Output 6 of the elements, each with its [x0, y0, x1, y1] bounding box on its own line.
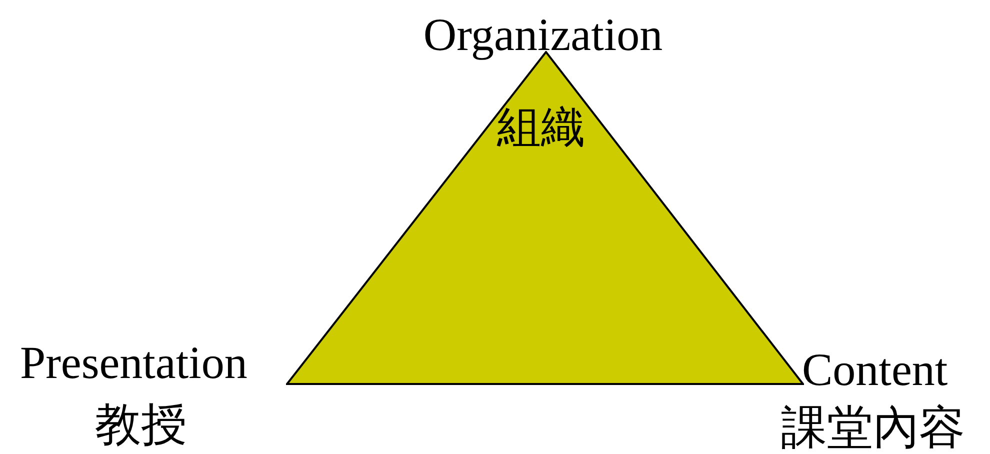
corner-label: Content — [802, 347, 948, 393]
node-label: 組織 — [497, 106, 585, 150]
corner-label: 課堂內容 — [781, 405, 965, 451]
corner-label: Organization — [423, 12, 663, 58]
corner-label: 教授 — [95, 402, 187, 448]
corner-label: Presentation — [20, 340, 248, 386]
